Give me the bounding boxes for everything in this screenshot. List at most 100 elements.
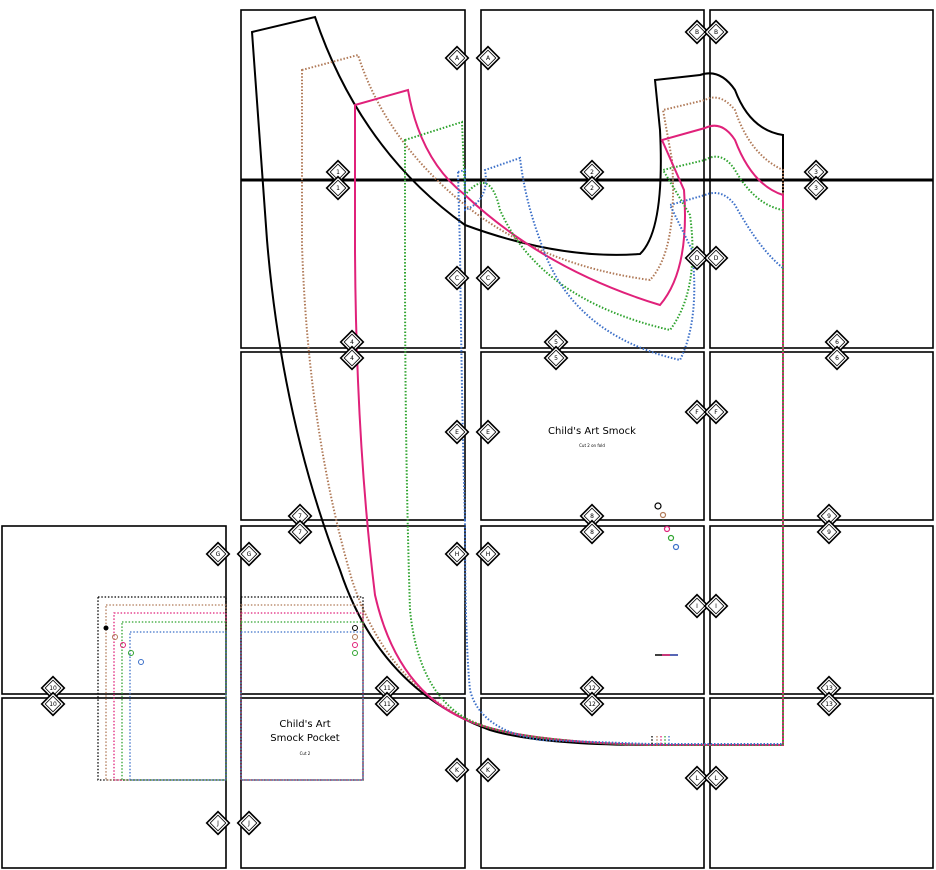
svg-text:D: D xyxy=(714,255,719,262)
svg-text:C: C xyxy=(486,275,490,282)
svg-text:G: G xyxy=(247,551,252,558)
page-tile xyxy=(1,697,227,869)
smock-outline-size-5-side xyxy=(457,171,466,521)
marker-10-top: 10 xyxy=(40,675,66,701)
marker-12-top: 12 xyxy=(579,675,605,701)
marker-a-left: A xyxy=(444,45,470,71)
svg-text:G: G xyxy=(216,551,221,558)
marker-2-bottom: 2 xyxy=(579,175,605,201)
svg-text:I: I xyxy=(715,603,717,610)
marker-g-left: G xyxy=(205,541,231,567)
marker-g-right: G xyxy=(236,541,262,567)
svg-text:B: B xyxy=(695,29,699,36)
marker-5-bottom: 5 xyxy=(543,345,569,371)
pocket-dot xyxy=(352,650,358,656)
svg-text:L: L xyxy=(695,775,699,782)
svg-text:H: H xyxy=(455,551,460,558)
page-tiles xyxy=(1,9,934,869)
marker-l-left: L xyxy=(684,765,710,791)
svg-text:3: 3 xyxy=(814,169,818,176)
svg-text:3: 3 xyxy=(814,185,818,192)
pocket-left-size-2 xyxy=(105,604,227,781)
marker-6-top: 6 xyxy=(824,329,850,355)
marker-i-left: I xyxy=(684,593,710,619)
marker-c-right: C xyxy=(475,265,501,291)
svg-text:4: 4 xyxy=(350,339,354,346)
svg-text:1: 1 xyxy=(336,169,340,176)
svg-text:2: 2 xyxy=(590,169,594,176)
svg-text:9: 9 xyxy=(827,529,831,536)
svg-text:1: 1 xyxy=(336,185,340,192)
page-tile xyxy=(240,697,466,869)
pocket-dot xyxy=(352,625,358,631)
marker-7-top: 7 xyxy=(287,503,313,529)
marker-13-bottom: 13 xyxy=(816,691,842,717)
pocket-dot xyxy=(128,650,134,656)
svg-text:10: 10 xyxy=(49,701,57,708)
svg-text:4: 4 xyxy=(350,355,354,362)
svg-text:A: A xyxy=(486,55,491,62)
page-tile xyxy=(240,525,466,695)
marker-j-right: J xyxy=(236,810,262,836)
page-tile xyxy=(480,525,705,695)
svg-text:K: K xyxy=(486,767,491,774)
marker-i-right: I xyxy=(703,593,729,619)
svg-text:13: 13 xyxy=(825,701,833,708)
placement-dot xyxy=(667,534,675,542)
alignment-markers: A A B B C C D D E E F F G G H H I I J J … xyxy=(40,19,850,836)
marker-k-left: K xyxy=(444,757,470,783)
marker-2-top: 2 xyxy=(579,159,605,185)
svg-text:12: 12 xyxy=(588,701,596,708)
page-tile xyxy=(240,351,466,521)
marker-6-bottom: 6 xyxy=(824,345,850,371)
marker-d-left: D xyxy=(684,245,710,271)
svg-text:E: E xyxy=(455,429,459,436)
marker-e-left: E xyxy=(444,419,470,445)
marker-h-right: H xyxy=(475,541,501,567)
svg-text:5: 5 xyxy=(554,355,558,362)
svg-text:E: E xyxy=(486,429,490,436)
marker-3-top: 3 xyxy=(803,159,829,185)
marker-c-left: C xyxy=(444,265,470,291)
pocket-left-size-1 xyxy=(97,596,227,781)
svg-text:2: 2 xyxy=(590,185,594,192)
marker-l-right: L xyxy=(703,765,729,791)
page-tile xyxy=(709,697,934,869)
svg-text:13: 13 xyxy=(825,685,833,692)
marker-4-bottom: 4 xyxy=(339,345,365,371)
marker-k-right: K xyxy=(475,757,501,783)
page-tile xyxy=(709,351,934,521)
pocket-dot xyxy=(138,659,144,665)
marker-3-bottom: 3 xyxy=(803,175,829,201)
marker-a-right: A xyxy=(475,45,501,71)
svg-text:L: L xyxy=(714,775,718,782)
marker-5-top: 5 xyxy=(543,329,569,355)
placement-dot xyxy=(663,525,671,533)
main-piece-subtitle: Cut 2 on fold xyxy=(579,443,605,448)
pocket-dot xyxy=(352,642,358,648)
marker-e-right: E xyxy=(475,419,501,445)
smock-outline-size-2 xyxy=(301,53,784,746)
svg-text:F: F xyxy=(714,409,718,416)
piece-labels: Child's Art Smock Cut 2 on fold Child's … xyxy=(270,426,636,756)
marker-j-left: J xyxy=(205,810,231,836)
svg-text:11: 11 xyxy=(383,685,391,692)
svg-text:10: 10 xyxy=(49,685,57,692)
svg-text:8: 8 xyxy=(590,513,594,520)
marker-8-bottom: 8 xyxy=(579,519,605,545)
pocket-outlines xyxy=(97,596,364,781)
svg-text:5: 5 xyxy=(554,339,558,346)
svg-text:6: 6 xyxy=(835,339,839,346)
placement-dot xyxy=(654,502,662,510)
svg-text:6: 6 xyxy=(835,355,839,362)
placement-dot xyxy=(659,511,667,519)
smock-outline-size-1 xyxy=(250,15,784,746)
pocket-dot xyxy=(103,625,109,631)
marker-10-bottom: 10 xyxy=(40,691,66,717)
svg-text:J: J xyxy=(216,820,219,827)
marker-1-top: 1 xyxy=(325,159,351,185)
svg-text:B: B xyxy=(714,29,718,36)
pocket-left-size-5 xyxy=(129,631,227,781)
marker-7-bottom: 7 xyxy=(287,519,313,545)
pocket-title-line-1: Child's Art xyxy=(279,719,330,730)
